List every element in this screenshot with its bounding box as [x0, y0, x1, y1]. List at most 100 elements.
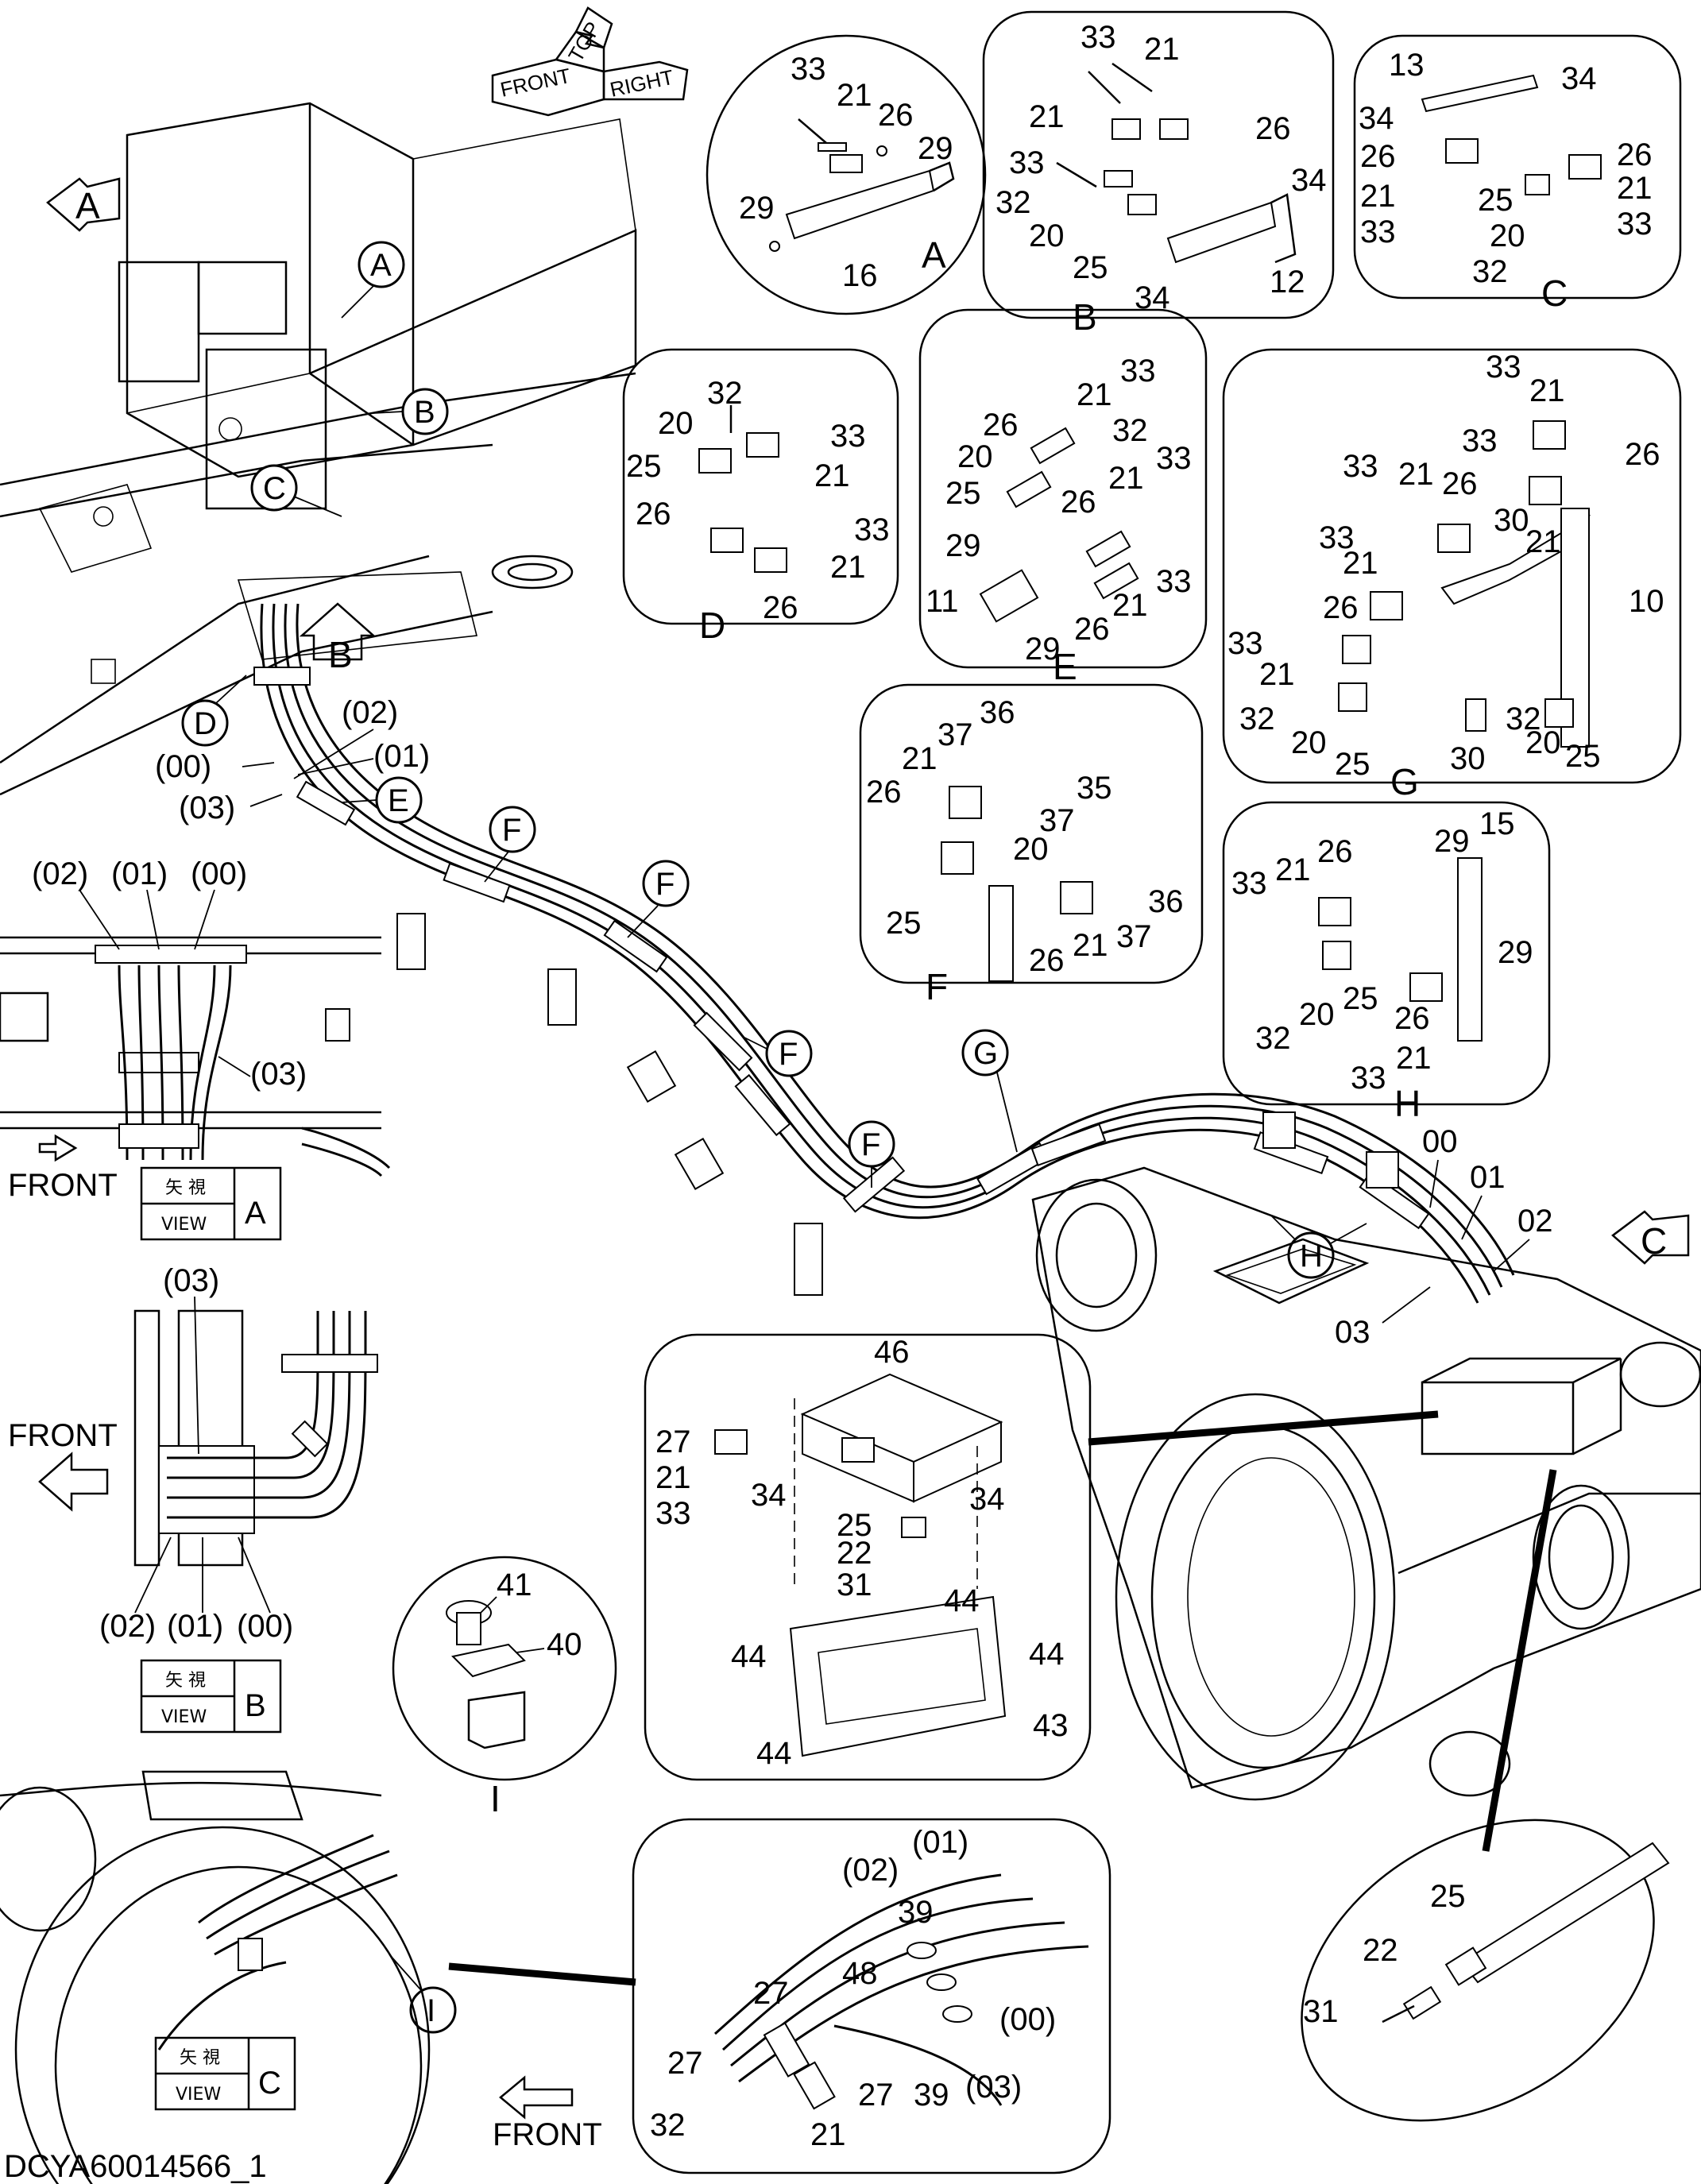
detail-g-part-21-second: 21: [1398, 457, 1434, 492]
detail-f-part-36-bottom: 36: [1148, 884, 1184, 919]
callout-a[interactable]: A: [341, 241, 405, 319]
detail-h-part-26-top: 26: [1317, 834, 1353, 869]
detail-f-part-36-top: 36: [980, 695, 1015, 730]
detail-a-part-29-right: 29: [918, 131, 953, 166]
detail-d-part-32: 32: [707, 376, 743, 411]
detail-g-title: G: [1390, 761, 1419, 802]
detail-c-part-21-right: 21: [1617, 171, 1653, 206]
callout-c[interactable]: C: [250, 464, 342, 517]
detail-hose-clamp-part-21: 21: [810, 2117, 846, 2152]
detail-g-part-21-fourth: 21: [1343, 546, 1378, 581]
detail-g-part-26-top: 26: [1625, 437, 1660, 472]
detail-h-part-32: 32: [1255, 1021, 1291, 1056]
leader-box: [1088, 1410, 1439, 1446]
callout-i[interactable]: I: [389, 1954, 457, 2034]
detail-h-part-15: 15: [1479, 806, 1515, 841]
view-b-hose-02: (02): [99, 1609, 156, 1644]
detail-c-title: C: [1541, 273, 1568, 314]
detail-i-part-41: 41: [497, 1567, 532, 1602]
detail-i-title: I: [490, 1778, 501, 1819]
callout-f-1[interactable]: F: [484, 806, 536, 883]
detail-box-part-25: 25: [837, 1508, 872, 1543]
detail-i: 41 40 I: [392, 1556, 617, 1819]
detail-b-part-32: 32: [995, 185, 1031, 220]
view-arrow-c: C: [1611, 1210, 1690, 1265]
view-a-letter: A: [245, 1196, 266, 1231]
view-a-hose-01: (01): [111, 856, 168, 891]
callout-d[interactable]: D: [181, 675, 247, 747]
main-hose-02-label: (02): [342, 695, 398, 730]
view-c-view: VIEW: [176, 2085, 221, 2105]
callout-e-letter: E: [388, 783, 409, 818]
detail-e-part-33-top: 33: [1120, 354, 1156, 388]
callout-g[interactable]: G: [961, 1029, 1018, 1153]
main-hose-run: [253, 603, 1515, 1304]
detail-d: 32 20 33 25 21 26 33 21 26 D: [622, 348, 899, 646]
orientation-front-label: FRONT: [498, 64, 573, 102]
detail-g-part-21-fifth: 21: [1259, 657, 1295, 692]
detail-a-part-26: 26: [878, 98, 914, 133]
callout-b[interactable]: B: [373, 388, 449, 435]
detail-e-part-21-top: 21: [1077, 377, 1112, 412]
detail-c-part-25: 25: [1478, 183, 1514, 218]
detail-e-part-26-bottom: 26: [1074, 612, 1110, 647]
detail-g-part-30-bottom: 30: [1450, 741, 1486, 776]
detail-i-part-40: 40: [547, 1627, 582, 1662]
detail-e-part-29-left: 29: [945, 528, 981, 563]
detail-box: 46 27 21 34 34 33 25 22 31 44 44 44 43 4…: [644, 1333, 1092, 1781]
detail-box-part-34-right: 34: [969, 1482, 1005, 1517]
detail-b-part-21-top: 21: [1144, 32, 1180, 67]
detail-c-part-33-left: 33: [1360, 215, 1396, 249]
main-hose-right-01: 01: [1470, 1160, 1506, 1195]
detail-box-part-44-top: 44: [944, 1583, 980, 1618]
view-b: (03) (02) (01) (00) FRONT 矢 視 VIEW B: [8, 1263, 378, 1734]
callout-d-letter: D: [194, 706, 217, 741]
detail-c-part-13: 13: [1389, 48, 1425, 83]
detail-e-part-11: 11: [926, 584, 959, 619]
detail-box-part-34-left: 34: [751, 1478, 787, 1513]
detail-e-part-33-mid: 33: [1156, 441, 1192, 476]
detail-c-part-20: 20: [1490, 218, 1525, 253]
detail-d-part-21-top: 21: [814, 458, 850, 493]
detail-b-title: B: [1073, 296, 1097, 338]
detail-hose-clamp-part-32: 32: [650, 2108, 686, 2143]
view-a-hose-03: (03): [250, 1057, 307, 1092]
detail-g-part-25-right: 25: [1565, 739, 1601, 774]
detail-g-part-25-left: 25: [1335, 747, 1370, 782]
callout-f-4[interactable]: F: [848, 1120, 895, 1188]
view-c-jp: 矢 視: [180, 2048, 220, 2068]
detail-f-part-26-left: 26: [866, 775, 902, 810]
detail-box-part-22: 22: [837, 1536, 872, 1571]
detail-h-part-25: 25: [1343, 981, 1378, 1016]
view-b-hose-00: (00): [237, 1609, 293, 1644]
detail-g-part-30-top: 30: [1494, 503, 1529, 538]
detail-clamp-small-part-31: 31: [1303, 1994, 1339, 2029]
detail-f-part-21: 21: [902, 741, 937, 776]
detail-f-part-26-bottom: 26: [1029, 943, 1065, 978]
callout-a-letter: A: [370, 248, 392, 283]
detail-a: 33 21 26 29 29 16 A: [706, 34, 987, 315]
callout-f-3[interactable]: F: [742, 1030, 813, 1077]
detail-clamp-small: 25 22 31: [1301, 1819, 1670, 2122]
drawing-id: DCYA60014566_1: [4, 2149, 267, 2184]
detail-c-part-26-left: 26: [1360, 139, 1396, 174]
detail-box-part-44-bottom: 44: [756, 1736, 792, 1771]
detail-box-part-21: 21: [655, 1460, 691, 1495]
detail-hose-clamp: (02) (01) 39 27 48 27 27 39 (00) (03) 32…: [632, 1818, 1111, 2174]
detail-c-part-26-right: 26: [1617, 137, 1653, 172]
callout-g-letter: G: [973, 1036, 998, 1071]
detail-b-part-12: 12: [1270, 265, 1305, 300]
detail-e-part-21-bottom: 21: [1112, 588, 1148, 623]
callout-f-2[interactable]: F: [627, 860, 690, 938]
detail-h-part-33-bottom: 33: [1351, 1061, 1386, 1096]
detail-e-title: E: [1053, 646, 1077, 687]
callout-e[interactable]: E: [341, 776, 423, 824]
view-b-jp: 矢 視: [165, 1671, 206, 1691]
main-hose-labels-right: 00 01 02 03: [1335, 1124, 1553, 1350]
callout-h-letter: H: [1300, 1239, 1323, 1274]
detail-b: 33 21 21 26 33 34 32 20 25 34 12 B: [982, 10, 1335, 338]
detail-clamp-small-part-22: 22: [1363, 1933, 1398, 1968]
view-a: (02) (01) (00) (03) FRONT 矢 視 VIEW A: [0, 856, 391, 1241]
detail-f: 36 37 21 26 35 37 20 25 36 37 26 21 F: [859, 683, 1204, 1007]
detail-g-part-33-fourth: 33: [1319, 520, 1355, 555]
